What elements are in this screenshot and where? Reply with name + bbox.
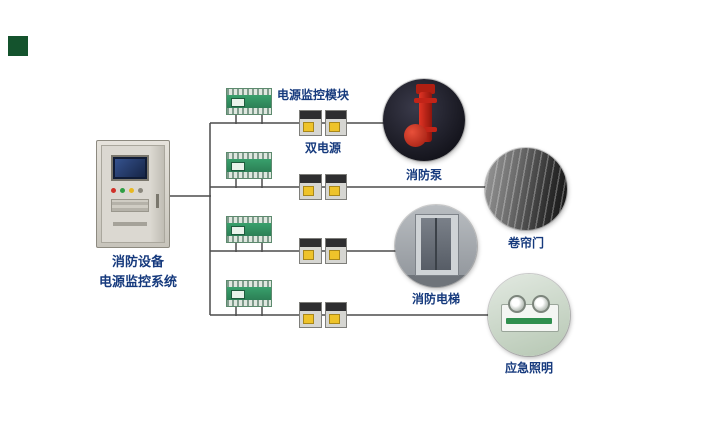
indicator-gray [138, 188, 143, 193]
corner-accent-square [8, 36, 28, 56]
power-monitor-module-3 [226, 216, 272, 243]
emergency-light-label: 应急照明 [504, 361, 553, 375]
module-terminals-bottom [227, 108, 271, 114]
dual-power-switch-2 [299, 174, 347, 200]
fire-elevator-photo [395, 205, 477, 287]
roller-shutter-photo [485, 148, 567, 230]
module-terminals-top [227, 89, 271, 95]
power-monitor-module-4 [226, 280, 272, 307]
indicator-yellow [129, 188, 134, 193]
power-monitor-module-2 [226, 152, 272, 179]
dual-power-switch-4 [299, 302, 347, 328]
dual-power-switch-3 [299, 238, 347, 264]
system-title-line2: 电源监控系统 [98, 273, 177, 289]
roller-shutter-label: 卷帘门 [507, 236, 544, 250]
cabinet-vent-slot [113, 222, 147, 226]
cabinet-handle [156, 194, 159, 208]
cabinet-screen [111, 155, 149, 181]
dual-power-label: 双电源 [304, 141, 341, 155]
cabinet-door [101, 145, 165, 243]
indicator-green [120, 188, 125, 193]
power-monitor-module-1 [226, 88, 272, 115]
cabinet-keypad [111, 199, 149, 212]
fire-pump-label: 消防泵 [405, 168, 442, 182]
module-body [227, 95, 271, 108]
dual-power-switch-1 [299, 110, 347, 136]
fire-elevator-label: 消防电梯 [411, 292, 460, 306]
cabinet-indicator-lights [111, 188, 143, 193]
module-label: 电源监控模块 [277, 88, 350, 102]
system-title-line1: 消防设备 [111, 254, 164, 269]
emergency-light-photo [488, 274, 570, 356]
system-title: 消防设备 电源监控系统 [84, 252, 192, 291]
indicator-red [111, 188, 116, 193]
fire-pump-photo [383, 79, 465, 161]
control-cabinet [96, 140, 170, 248]
